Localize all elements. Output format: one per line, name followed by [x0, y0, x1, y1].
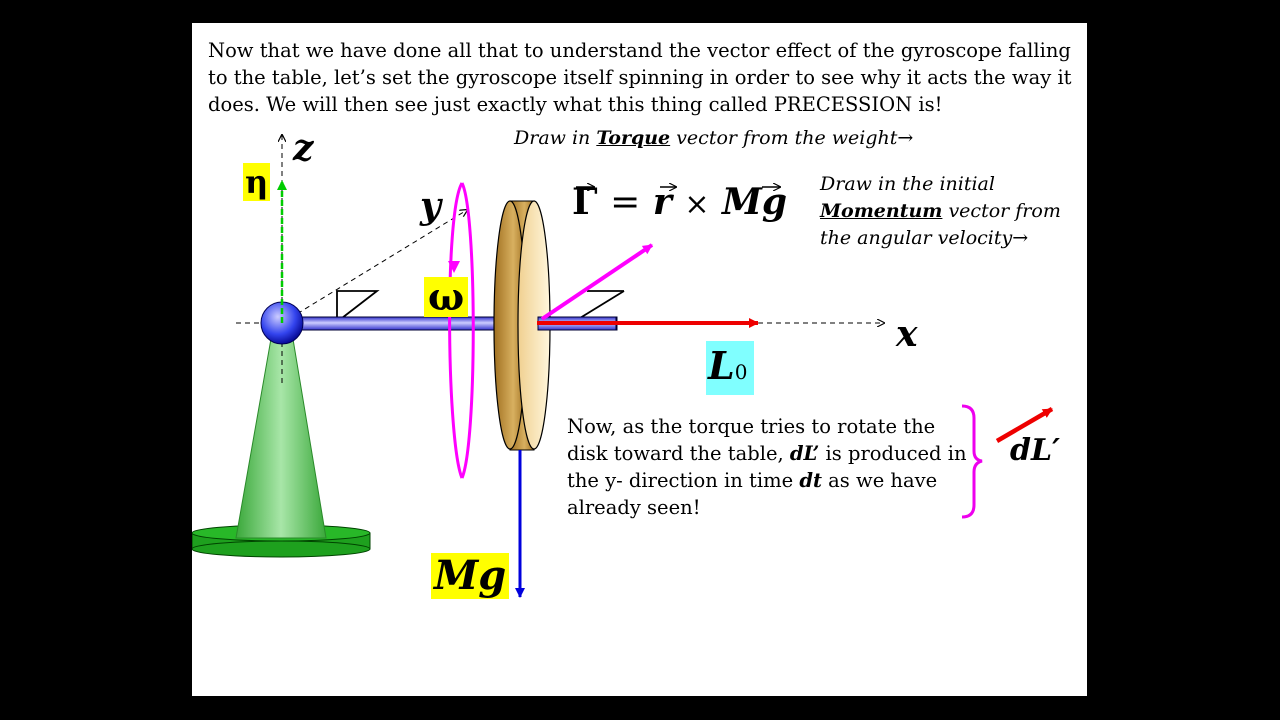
explanation-dL: dL’ — [789, 442, 820, 465]
x-axis-label: x — [896, 313, 918, 355]
brace — [961, 404, 983, 519]
momentum-instruction-line2: Momentum vector from — [820, 198, 1061, 225]
stand-cone — [235, 332, 327, 539]
rotation-loop-back — [448, 182, 464, 479]
momentum-instruction-line3-text: the angular velocity — [820, 227, 1013, 249]
y-axis-dashed — [281, 210, 467, 324]
right-angle-mark-right — [579, 290, 625, 319]
equation-times: × — [684, 187, 710, 222]
torque-instruction: Draw in Torque vector from the weight→ — [514, 127, 913, 149]
Mg-label: Mg — [431, 553, 510, 599]
torque-instruction-pre: Draw in — [514, 127, 597, 149]
omega-label: ω — [424, 277, 469, 317]
explanation-part1: Now, as the torque tries to rotate the d… — [567, 415, 936, 465]
torque-equation: Γ = r × Mg — [572, 181, 787, 223]
L0-subscript: 0 — [734, 360, 748, 384]
rotation-loop-front — [460, 182, 475, 479]
explanation-part2: is produced in the y- direction in time — [567, 442, 967, 492]
explanation-dt: dt — [799, 469, 822, 492]
momentum-keyword: Momentum — [820, 200, 943, 222]
torque-arrow-glyph: → — [897, 127, 914, 149]
momentum-instruction-post: vector from — [942, 200, 1061, 222]
explanation-part3: as we have already seen! — [567, 469, 938, 519]
spinning-disk — [493, 200, 551, 451]
y-axis-label: y — [420, 185, 441, 227]
gyroscope-diagram — [192, 23, 1054, 598]
intro-text: Now that we have done all that to unders… — [208, 39, 1072, 116]
equation-gamma: Γ — [572, 181, 598, 223]
dL-prime-arrow — [995, 407, 1054, 443]
L0-main: L — [708, 343, 735, 388]
dL-prime-label: dL′ — [1010, 433, 1060, 468]
momentum-instruction-line3: the angular velocity→ — [820, 225, 1061, 252]
L0-label: L0 — [706, 341, 754, 395]
torque-keyword: Torque — [596, 127, 671, 149]
momentum-instruction-line1: Draw in the initial — [820, 173, 995, 195]
momentum-arrow-glyph: → — [1012, 227, 1029, 249]
equation-equals: = — [610, 182, 641, 223]
explanation-text: Now, as the torque tries to rotate the d… — [567, 413, 967, 521]
torque-instruction-post: vector from the weight — [670, 127, 898, 149]
eta-label: η — [243, 163, 271, 201]
equation-Mg: Mg — [722, 181, 788, 223]
rotation-loop-arrowhead — [448, 261, 460, 273]
z-axis-label: z — [293, 127, 314, 169]
right-angle-mark-left — [336, 290, 380, 319]
slide: Now that we have done all that to unders… — [192, 23, 1087, 696]
momentum-instruction: Draw in the initial Momentum vector from… — [820, 171, 1061, 252]
torque-arrow — [540, 243, 654, 321]
equation-r: r — [652, 181, 672, 223]
